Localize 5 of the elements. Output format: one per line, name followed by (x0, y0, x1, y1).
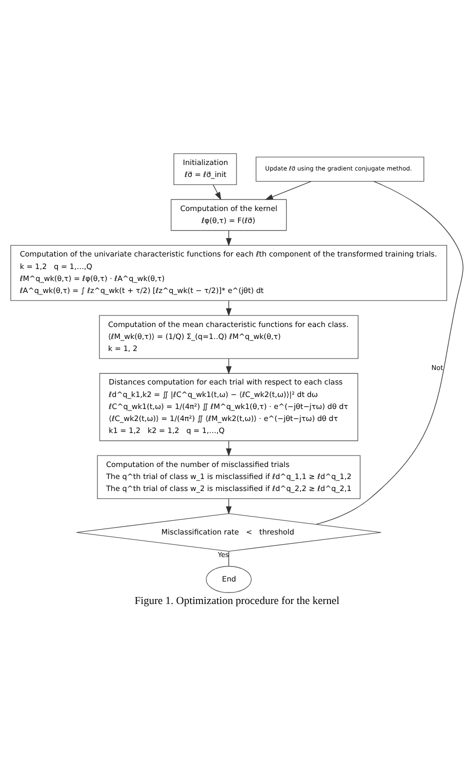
connector (316, 181, 464, 525)
connector (228, 551, 230, 566)
caption: Figure 1. Optimization procedure for the kernel (134, 595, 340, 608)
arrow (212, 184, 222, 200)
arrow (264, 181, 312, 200)
